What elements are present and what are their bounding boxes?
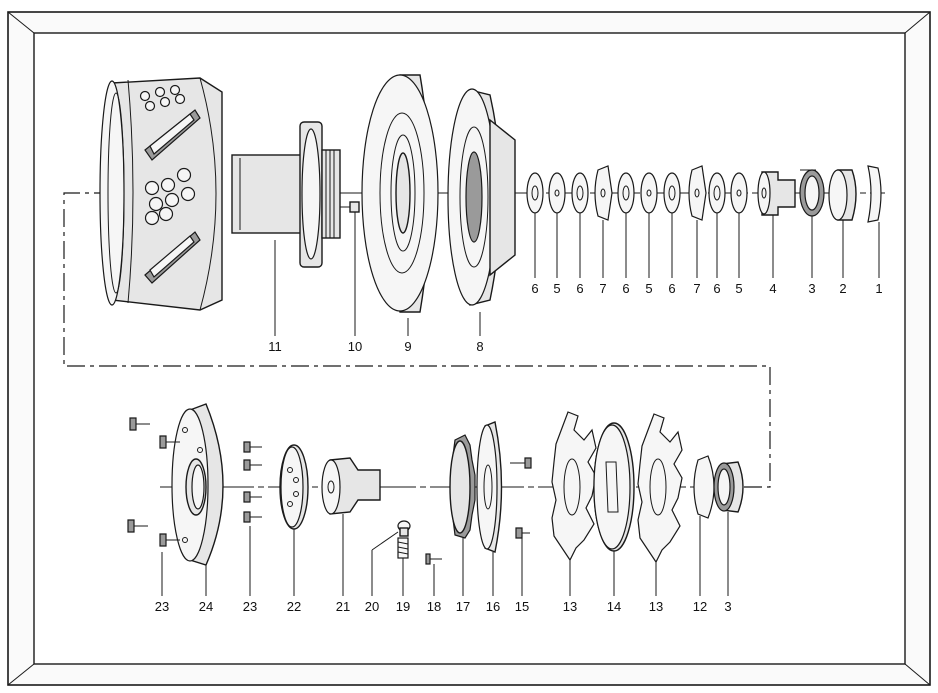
part-23-screws-left (127, 417, 180, 547)
part-17-gear (449, 434, 476, 539)
callout-3: 3 (724, 599, 731, 614)
callout-6: 6 (576, 281, 583, 296)
callout-17: 17 (456, 599, 470, 614)
callout-15: 15 (515, 599, 529, 614)
lower-assembly: 23 24 23 22 21 20 19 18 17 16 15 13 14 1… (127, 403, 744, 614)
upper-leaders (274, 212, 880, 336)
part-13-sprocket-right (637, 413, 683, 564)
callout-24: 24 (199, 599, 213, 614)
part-11-housing (99, 77, 341, 311)
assembly-path (63, 192, 771, 488)
callout-13: 13 (563, 599, 577, 614)
part-14-plate (593, 422, 635, 552)
part-18-bolt (425, 553, 442, 565)
part-23-screws-right (243, 441, 262, 523)
callout-6: 6 (622, 281, 629, 296)
callout-16: 16 (486, 599, 500, 614)
callout-2: 2 (839, 281, 846, 296)
callout-18: 18 (427, 599, 441, 614)
part-16-flange (476, 421, 503, 553)
callout-13: 13 (649, 599, 663, 614)
part-3-bearing-lower (713, 461, 744, 513)
callout-1: 1 (875, 281, 882, 296)
callout-19: 19 (396, 599, 410, 614)
callout-6: 6 (713, 281, 720, 296)
callout-22: 22 (287, 599, 301, 614)
callout-23: 23 (155, 599, 169, 614)
callout-9: 9 (404, 339, 411, 354)
part-24-flange-plate (171, 403, 224, 566)
callout-5: 5 (735, 281, 742, 296)
callout-6: 6 (531, 281, 538, 296)
part-19-spring (397, 537, 409, 559)
callout-23: 23 (243, 599, 257, 614)
part-22-disc (279, 444, 309, 530)
callout-20: 20 (365, 599, 379, 614)
part-9-pulley (361, 74, 439, 313)
part-8-flange (447, 88, 516, 306)
callout-7: 7 (693, 281, 700, 296)
part-3-bearing-upper (799, 169, 825, 217)
part-21-hub (321, 457, 381, 515)
part-12-clip (693, 455, 715, 519)
callout-11: 11 (268, 339, 282, 354)
callout-4: 4 (769, 281, 776, 296)
upper-assembly: 11 10 9 8 6 5 6 7 6 5 6 7 6 5 4 3 2 1 (99, 74, 885, 354)
callout-12: 12 (693, 599, 707, 614)
lower-leaders (161, 512, 729, 596)
washer-stack (526, 165, 748, 221)
part-4-shaft (757, 171, 796, 216)
callout-7: 7 (599, 281, 606, 296)
part-20-pin (371, 520, 411, 551)
callout-3: 3 (808, 281, 815, 296)
callout-21: 21 (336, 599, 350, 614)
callout-14: 14 (607, 599, 621, 614)
part-2-ring (828, 169, 857, 221)
callout-8: 8 (476, 339, 483, 354)
callout-5: 5 (645, 281, 652, 296)
part-13-sprocket-left (551, 411, 597, 562)
callout-6: 6 (668, 281, 675, 296)
callout-10: 10 (348, 339, 362, 354)
callout-5: 5 (553, 281, 560, 296)
part-1-clip (867, 165, 882, 223)
